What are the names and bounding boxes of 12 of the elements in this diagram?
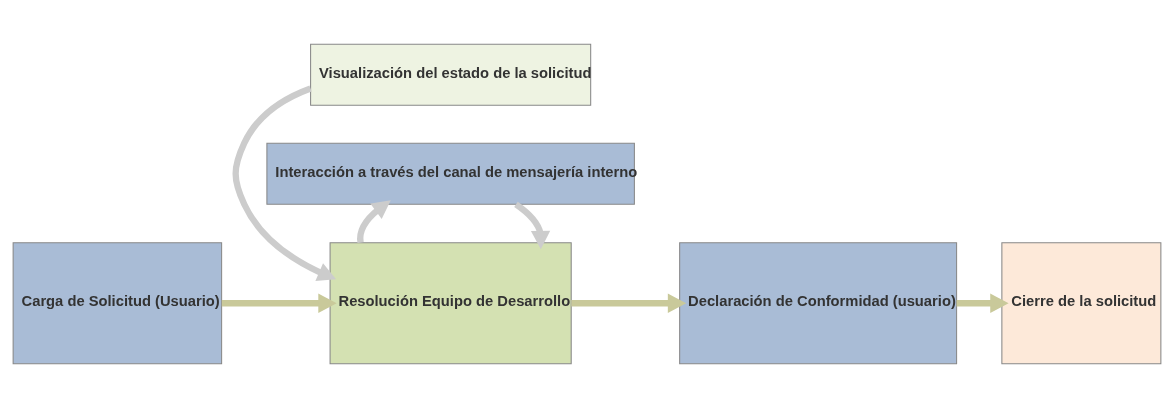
arrow [232,85,337,281]
node-box: Interacción a través del canal de mensajería interno [266,142,635,205]
node-box: Carga de Solicitud (Usuario) [12,242,223,365]
node-box: Declaración de Conformidad (usuario) [679,242,958,365]
arrow [221,293,337,313]
arrow [357,200,391,243]
node-box: Visualización del estado de la solicitud [310,43,592,106]
arrow [956,293,1009,313]
node-box: Cierre de la solicitud [1001,242,1162,365]
node-box: Resolución Equipo de Desarrollo [329,242,572,365]
arrow [514,201,551,250]
arrow [571,293,687,313]
